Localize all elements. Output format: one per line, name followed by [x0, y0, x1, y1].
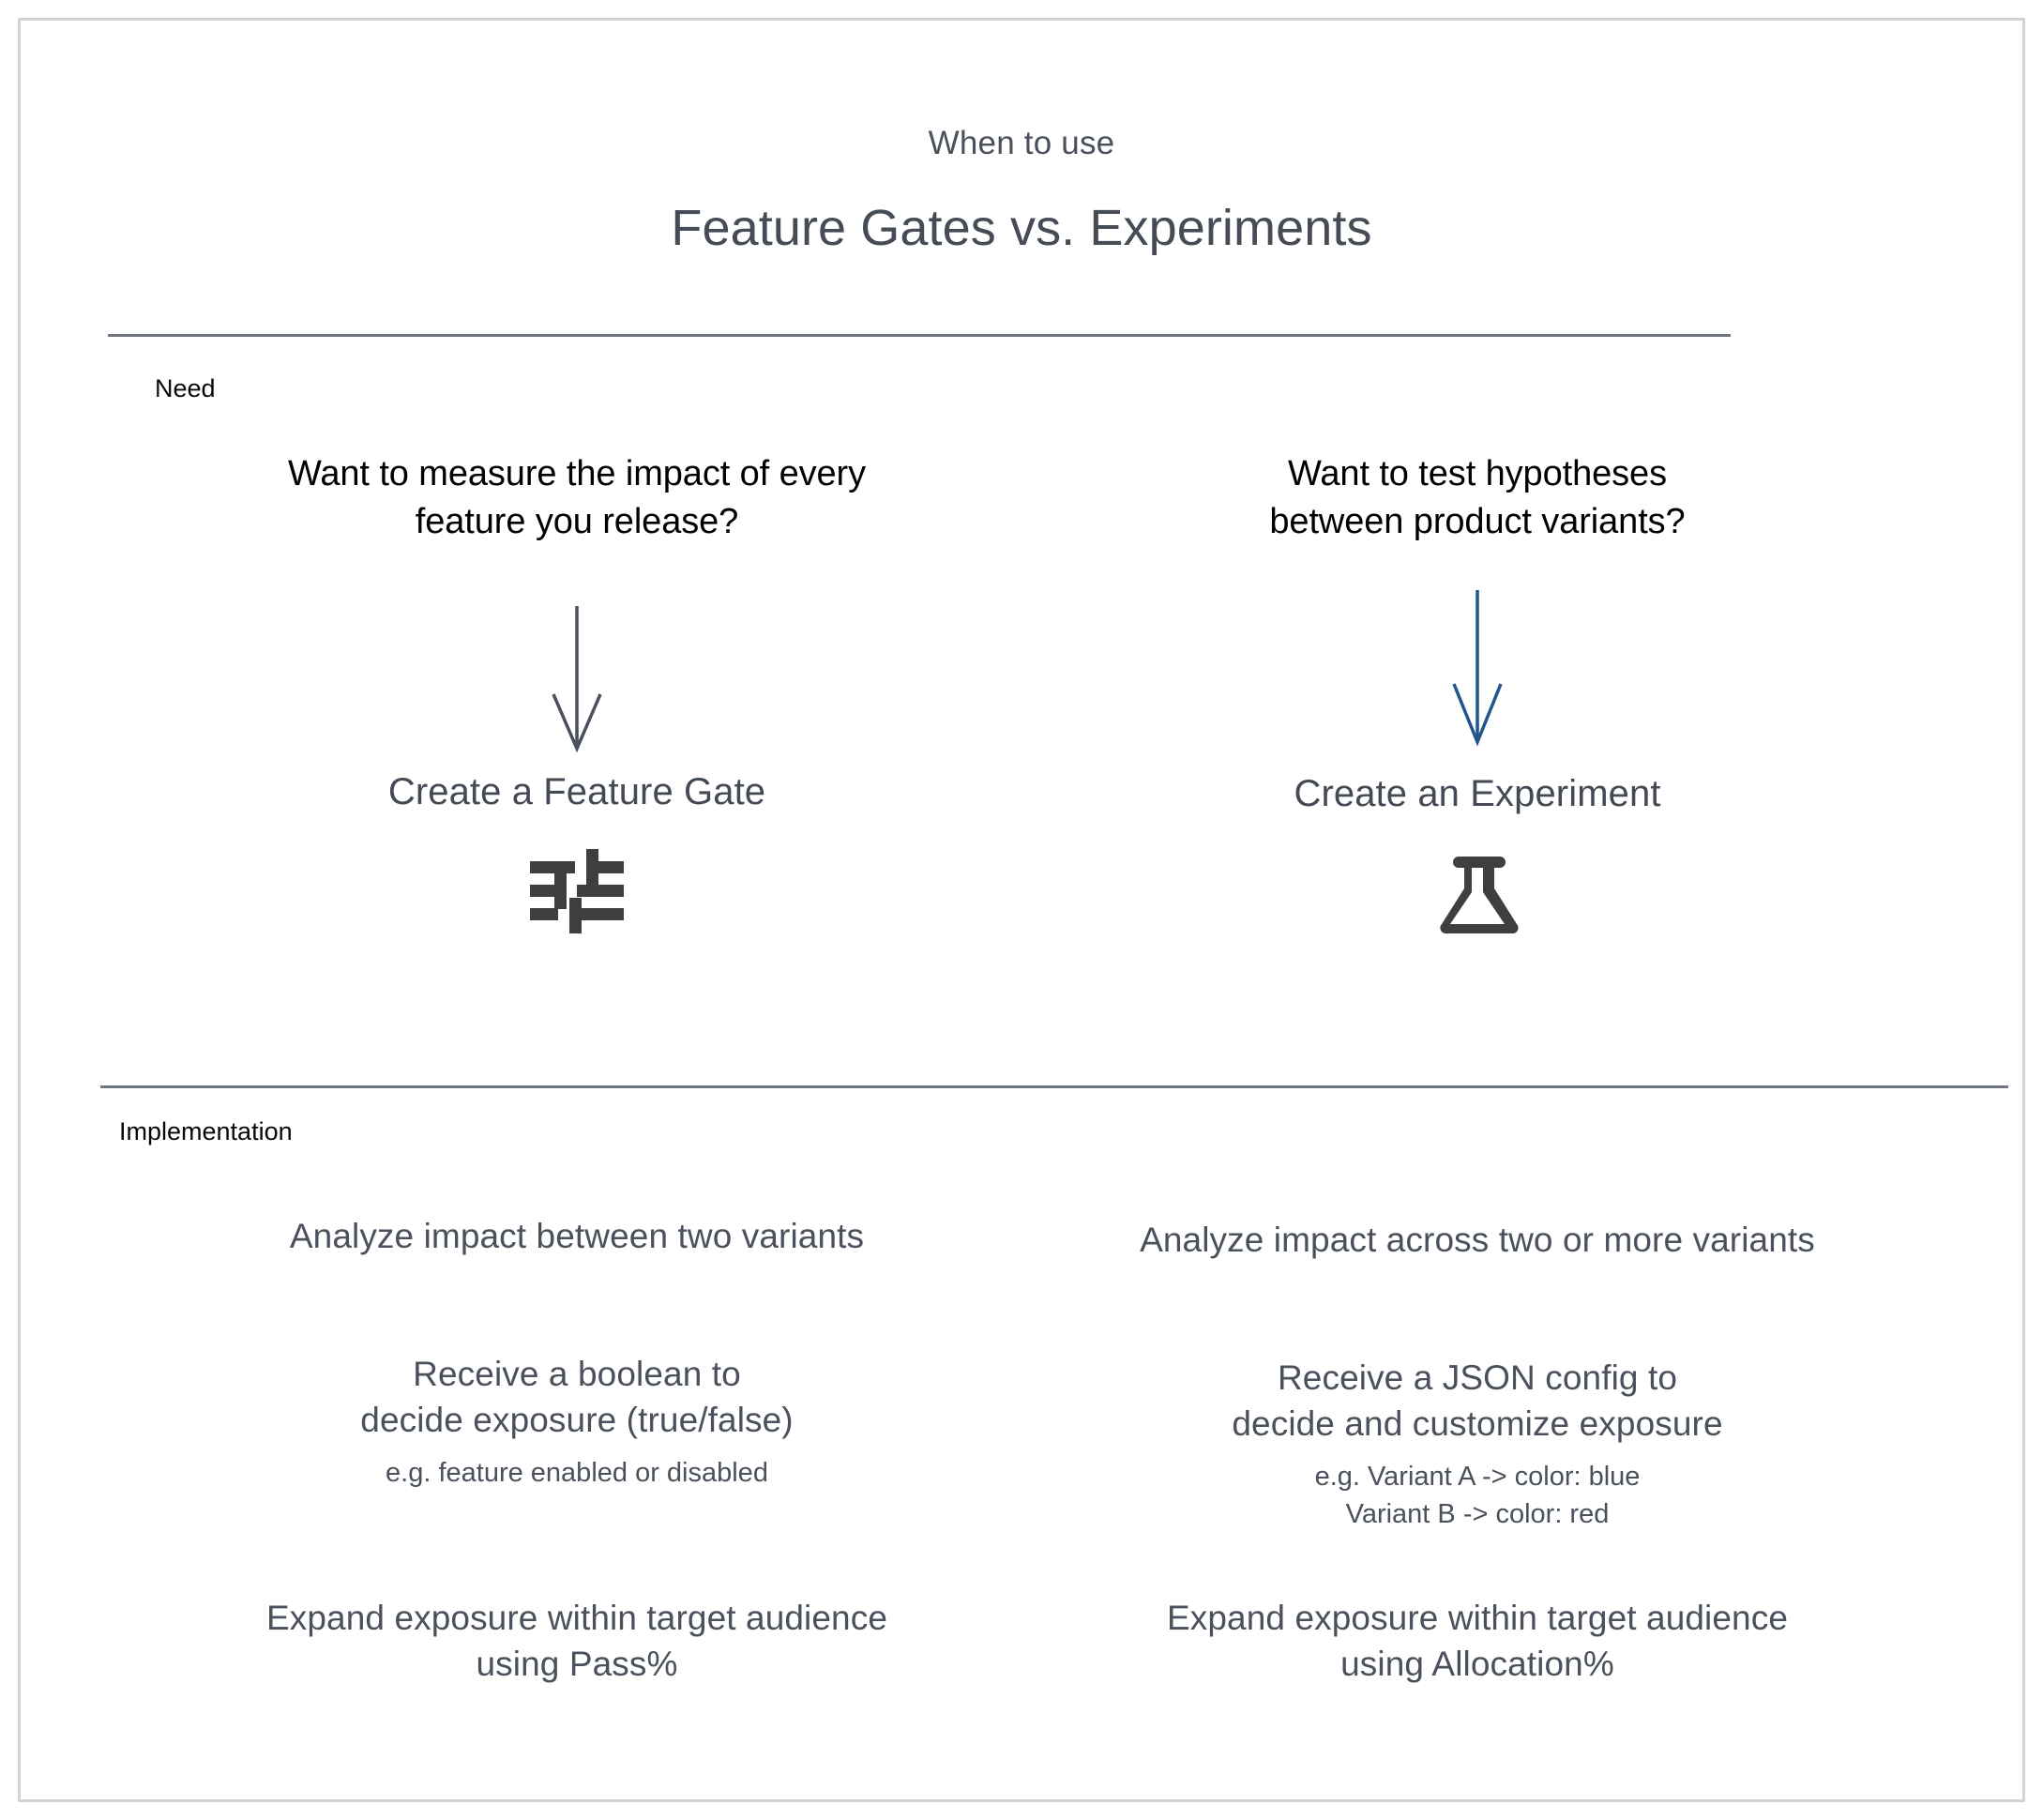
sliders-icon-container: [141, 839, 1013, 942]
need-question-right: Want to test hypotheses between product …: [1041, 450, 1914, 546]
divider-need: [108, 334, 1731, 337]
impl-right-receive-line1: Receive a JSON config to: [1277, 1358, 1678, 1397]
action-left-title: Create a Feature Gate: [387, 771, 766, 812]
impl-right-analyze-text: Analyze impact across two or more varian…: [1140, 1221, 1815, 1259]
arrow-left-container: [141, 595, 1013, 764]
header: When to use Feature Gates vs. Experiment…: [0, 124, 2043, 259]
page-title: Feature Gates vs. Experiments: [671, 200, 1372, 256]
section-label-implementation: Implementation: [119, 1117, 293, 1145]
impl-right-expand-line1: Expand exposure within target audience: [1166, 1599, 1788, 1637]
need-question-left-line2: feature you release?: [415, 501, 739, 541]
flask-icon: [1440, 857, 1519, 934]
flask-icon-container: [1041, 841, 1914, 944]
impl-right-receive-example-line1: e.g. Variant A -> color: blue: [1314, 1462, 1641, 1493]
impl-right-expand-line2: using Allocation%: [1340, 1645, 1614, 1684]
down-arrow-icon: [1452, 590, 1503, 747]
action-right: Create an Experiment: [1041, 771, 1914, 944]
action-right-title: Create an Experiment: [1294, 773, 1661, 814]
impl-left-row-receive: Receive a boolean to decide exposure (tr…: [141, 1351, 1013, 1492]
need-question-left-line1: Want to measure the impact of every: [287, 454, 867, 493]
down-arrow-icon: [552, 606, 602, 753]
action-left: Create a Feature Gate: [141, 769, 1013, 942]
impl-right-receive-example-line2: Variant B -> color: red: [1345, 1499, 1610, 1530]
sliders-icon: [530, 849, 624, 933]
impl-right-row-expand: Expand exposure within target audience u…: [1041, 1595, 1914, 1687]
impl-left-receive-line1: Receive a boolean to: [413, 1355, 741, 1393]
eyebrow-text: When to use: [928, 125, 1115, 161]
divider-implementation: [100, 1085, 2008, 1088]
impl-left-row-expand: Expand exposure within target audience u…: [141, 1595, 1013, 1687]
impl-left-expand-line2: using Pass%: [476, 1645, 678, 1684]
impl-left-expand-line1: Expand exposure within target audience: [265, 1599, 887, 1637]
impl-left-analyze-text: Analyze impact between two variants: [289, 1217, 865, 1255]
section-label-need: Need: [155, 374, 216, 402]
arrow-right-container: [1041, 584, 1914, 752]
impl-left-receive-example: e.g. feature enabled or disabled: [386, 1458, 768, 1489]
impl-right-receive-line2: decide and customize exposure: [1232, 1404, 1723, 1444]
need-question-right-line1: Want to test hypotheses: [1288, 454, 1667, 493]
impl-left-row-analyze: Analyze impact between two variants: [141, 1213, 1013, 1259]
need-question-left: Want to measure the impact of every feat…: [141, 450, 1013, 546]
impl-right-row-receive: Receive a JSON config to decide and cust…: [1041, 1355, 1914, 1533]
need-question-right-line2: between product variants?: [1269, 501, 1686, 541]
impl-right-row-analyze: Analyze impact across two or more varian…: [1041, 1217, 1914, 1263]
impl-left-receive-line2: decide exposure (true/false): [360, 1401, 794, 1440]
